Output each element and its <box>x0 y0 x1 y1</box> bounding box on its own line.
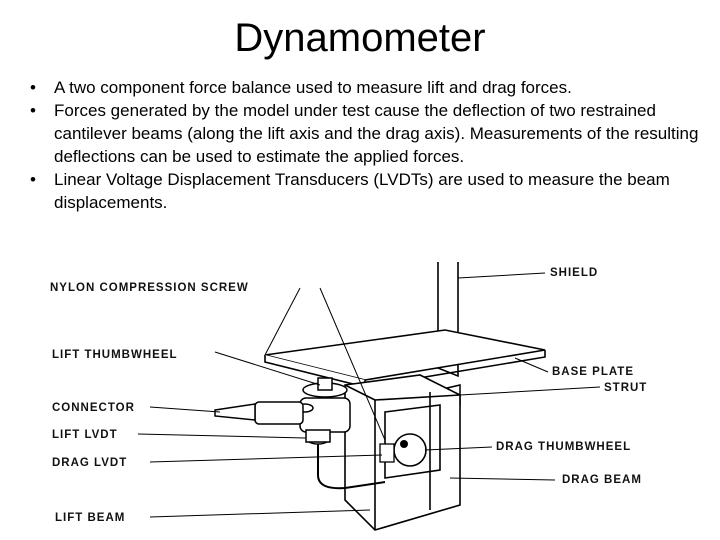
label-strut: STRUT <box>604 382 647 394</box>
label-lift-beam: LIFT BEAM <box>55 512 125 524</box>
label-lift-lvdt: LIFT LVDT <box>52 429 118 441</box>
bullet-list: • A two component force balance used to … <box>28 76 708 214</box>
drag-thumbwheel-shape <box>379 433 427 467</box>
dynamometer-diagram: NYLON COMPRESSION SCREW SHIELD LIFT THUM… <box>50 262 647 531</box>
cable-shape <box>317 444 386 490</box>
label-drag-beam: DRAG BEAM <box>562 474 642 486</box>
leader-lines <box>137 272 601 518</box>
bullet-text: Forces generated by the model under test… <box>54 101 699 166</box>
bullet-icon: • <box>30 170 36 189</box>
bullet-text: A two component force balance used to me… <box>54 78 572 97</box>
bullet-text: Linear Voltage Displacement Transducers … <box>54 170 670 212</box>
label-drag-lvdt: DRAG LVDT <box>52 457 127 469</box>
base-plate-shape <box>264 329 546 389</box>
bullet-icon: • <box>30 101 36 120</box>
bullet-item: • Linear Voltage Displacement Transducer… <box>28 168 708 214</box>
bullet-icon: • <box>30 78 36 97</box>
label-drag-thumbwheel: DRAG THUMBWHEEL <box>496 441 631 453</box>
label-lift-thumbwheel: LIFT THUMBWHEEL <box>52 349 178 361</box>
lift-assembly-shape <box>214 377 351 445</box>
label-nylon-compression-screw: NYLON COMPRESSION SCREW <box>50 282 249 294</box>
bullet-item: • A two component force balance used to … <box>28 76 708 99</box>
slide-title: Dynamometer <box>234 16 486 60</box>
label-connector: CONNECTOR <box>52 402 135 414</box>
label-shield: SHIELD <box>550 267 598 279</box>
bullet-item: • Forces generated by the model under te… <box>28 99 708 168</box>
label-base-plate: BASE PLATE <box>552 366 634 378</box>
